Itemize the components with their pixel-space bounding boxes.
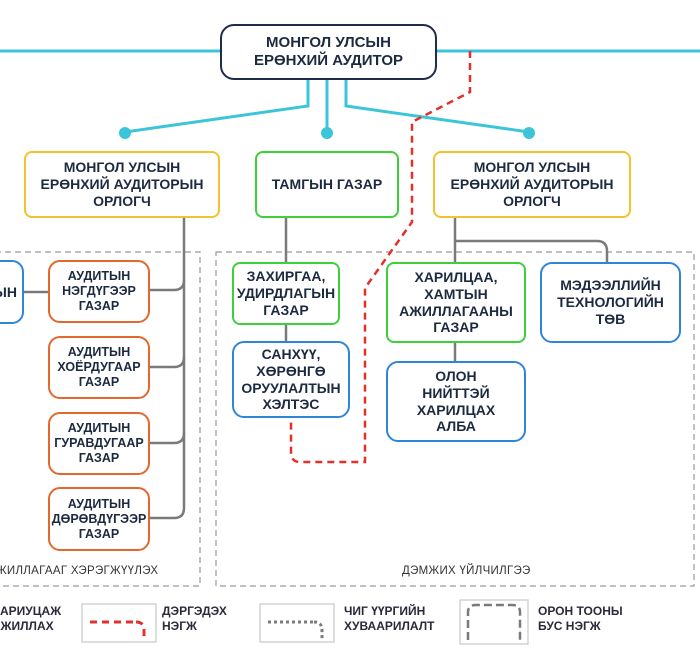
legend-label-reports: ХАРИУЦАЖАЖИЛЛАХ [0,604,62,633]
group-caption-right: ДЭМЖИХ ҮЙЛЧИЛГЭЭ [402,565,531,577]
teal-dot-left [119,127,131,139]
legend-sample-attached-end [135,620,146,640]
gray-branch-dept-2 [150,279,186,292]
node-partial-blue-left: ЫН [0,260,24,324]
teal-dot-center [321,127,333,139]
group-frame-right [215,251,695,587]
gray-branch-it [455,239,609,262]
legend-box-non-staff [459,599,529,645]
teal-branch-left [124,80,310,134]
gray-branch-dept-3 [150,356,186,369]
gray-branch-dept-4 [150,432,186,445]
legend-sample-functional-end [313,620,324,640]
legend-box-attached [81,603,157,643]
teal-dot-right [523,127,535,139]
gray-line-left-vertical [150,218,186,520]
legend-box-functional [259,603,335,643]
red-dashed-attached [289,51,472,464]
node-secretariat: ТАМГЫН ГАЗАР [255,151,399,218]
group-frame-left [0,251,201,587]
group-caption-left: АЖИЛЛАГААГ ХЭРЭГЖҮҮЛЭХ [0,565,159,577]
teal-branch-right [344,80,530,134]
legend-sample-non-staff [466,603,522,640]
